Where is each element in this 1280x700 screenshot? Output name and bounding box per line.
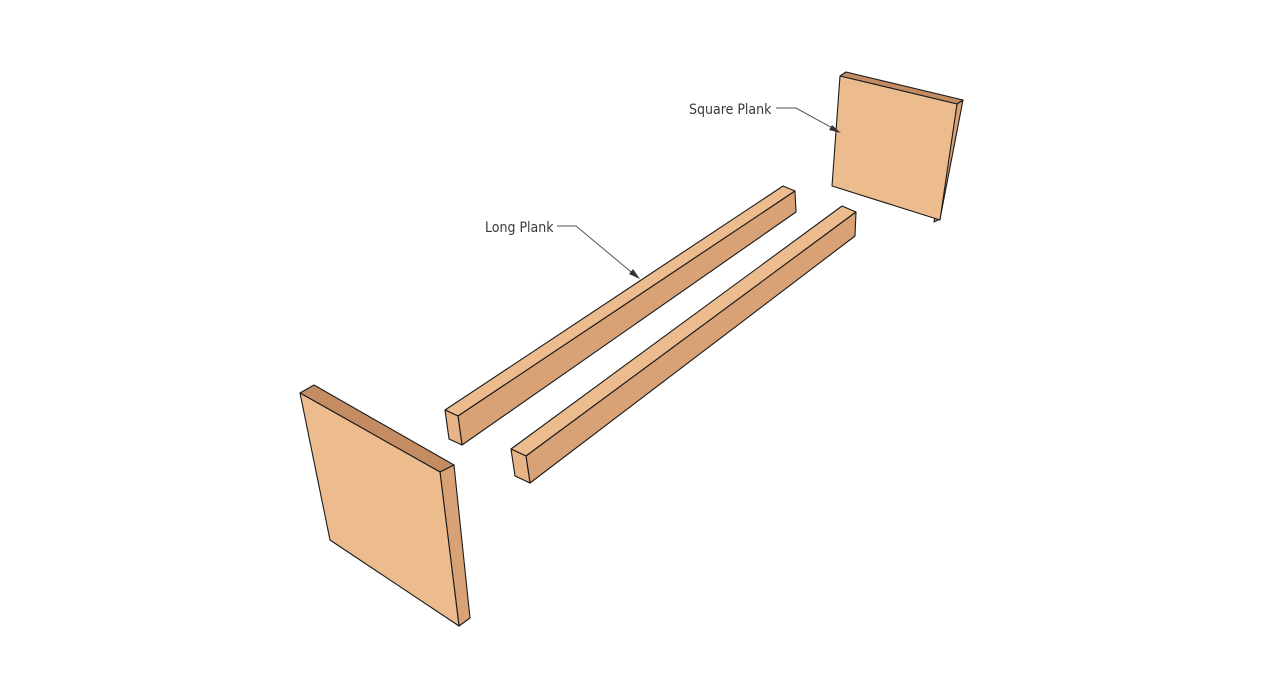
long-plank-arrowhead — [629, 269, 640, 279]
long-plank-leader-line — [557, 225, 637, 277]
square-plank-right-face — [831, 75, 958, 221]
callout-square-plank: Square Plank — [689, 102, 841, 133]
long-plank-front-end — [510, 448, 531, 484]
long-plank-back — [444, 185, 797, 446]
square-plank-right — [831, 71, 964, 223]
long-plank-front-top — [510, 205, 857, 457]
long-plank-label: Long Plank — [485, 220, 554, 236]
callout-long-plank: Long Plank — [485, 220, 640, 279]
square-plank-left — [299, 384, 471, 627]
long-plank-front — [510, 205, 857, 484]
square-plank-label: Square Plank — [689, 102, 772, 118]
square-plank-arrowhead — [829, 125, 841, 133]
square-plank-leader-line — [776, 107, 837, 131]
long-plank-back-end — [444, 409, 463, 446]
square-plank-left-face — [299, 392, 460, 627]
